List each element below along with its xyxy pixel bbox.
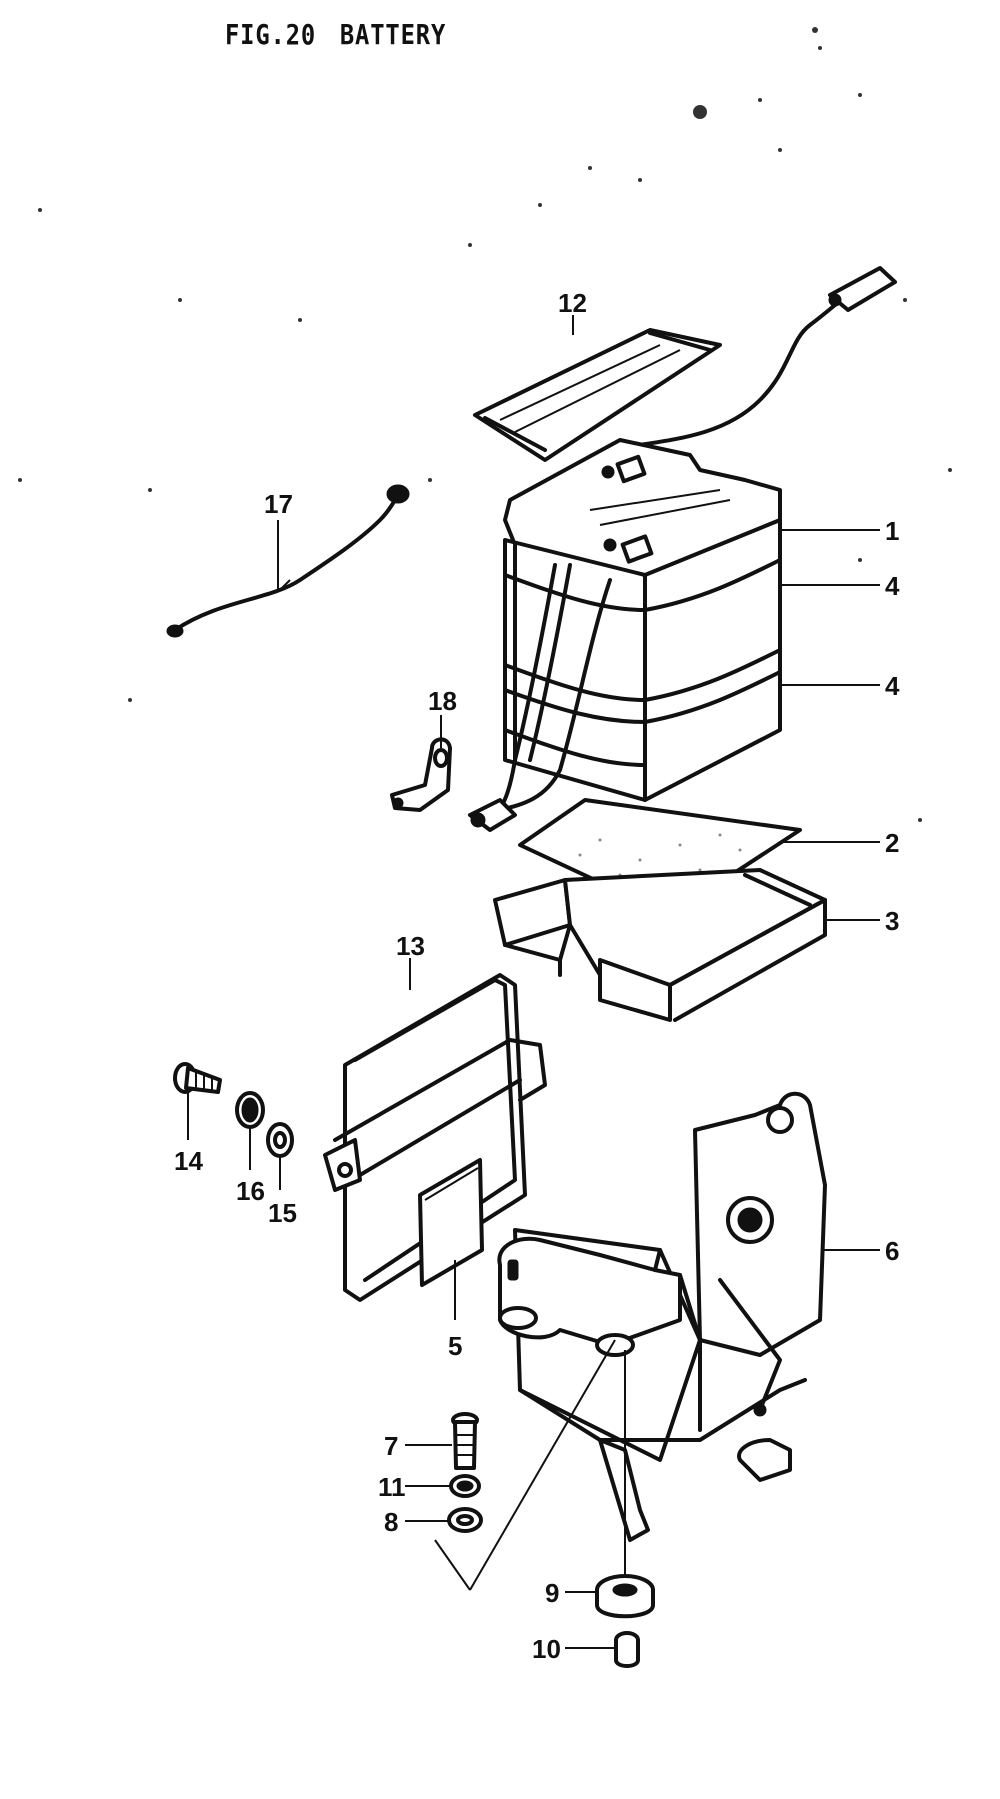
assembly-guide-lines (434, 1339, 626, 1591)
part-15-nut (266, 1122, 294, 1158)
callout-14: 14 (174, 1146, 203, 1176)
callout-12: 12 (558, 288, 587, 318)
callout-leader-lines (187, 315, 880, 1649)
part-7-bolt (451, 1412, 479, 1470)
part-8-washer (447, 1507, 483, 1533)
callout-10: 10 (532, 1634, 561, 1664)
callout-13: 13 (396, 931, 425, 961)
part-17-negative-cable (166, 484, 410, 638)
part-6-battery-holder (497, 1091, 827, 1542)
callout-17: 17 (264, 489, 293, 519)
battery-positive-cable (608, 266, 897, 452)
callout-3: 3 (885, 906, 899, 936)
callout-8: 8 (384, 1507, 398, 1537)
part-14-bolt (173, 1062, 222, 1094)
figure-number: FIG.20 (225, 18, 317, 51)
callout-7: 7 (384, 1431, 398, 1461)
callout-2: 2 (885, 828, 899, 858)
callout-4-lower: 4 (885, 671, 900, 701)
part-18-terminal-lug (390, 737, 452, 812)
callout-5: 5 (448, 1331, 462, 1361)
part-11-spring-washer (449, 1474, 481, 1498)
callout-18: 18 (428, 686, 457, 716)
part-10-collar (614, 1631, 640, 1668)
battery-side-leads (468, 563, 612, 832)
callout-16: 16 (236, 1176, 265, 1206)
part-16-lock-washer (235, 1091, 265, 1129)
callout-11: 11 (378, 1472, 406, 1502)
figure-title: FIG.20 BATTERY (225, 18, 470, 51)
callout-9: 9 (545, 1578, 559, 1608)
callout-15: 15 (268, 1198, 297, 1228)
callout-6: 6 (885, 1236, 899, 1266)
callout-labels: 1 4 4 2 3 6 12 17 18 13 14 16 15 5 7 11 … (174, 288, 900, 1664)
figure-name: BATTERY (339, 18, 447, 51)
part-1-battery (503, 438, 782, 802)
part-9-cushion (595, 1574, 655, 1619)
callout-4-upper: 4 (885, 571, 900, 601)
callout-1: 1 (885, 516, 899, 546)
part-12-battery-strap (473, 328, 722, 462)
part-13-battery-cover (323, 973, 547, 1302)
part-3-battery-tray (493, 868, 827, 1022)
scan-speckles (18, 27, 952, 822)
